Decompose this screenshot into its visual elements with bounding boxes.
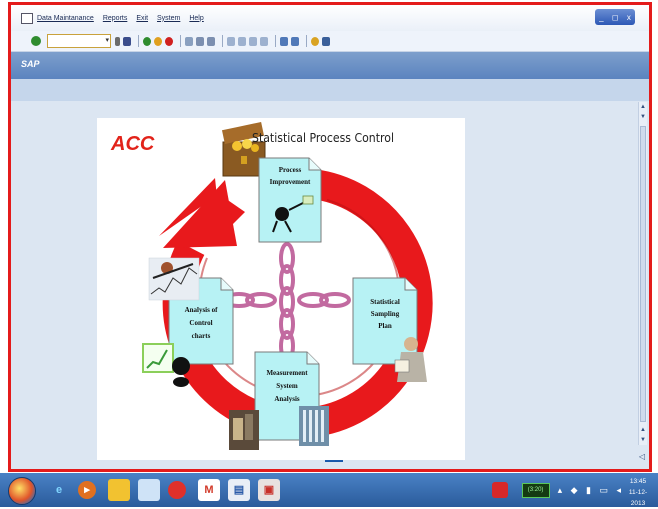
pen-chart-photo xyxy=(148,257,200,301)
scroll-down-icon[interactable]: ▲ xyxy=(640,427,646,433)
toolbar-icons xyxy=(115,35,333,47)
opera-icon[interactable] xyxy=(168,481,186,499)
toolbar-separator xyxy=(222,35,223,47)
next-page-icon[interactable] xyxy=(249,36,257,46)
card-control-charts-line-3: charts xyxy=(192,332,211,340)
scroll-up-icon[interactable]: ▼ xyxy=(640,114,646,120)
alert-icon[interactable] xyxy=(491,482,508,498)
minimize-button[interactable]: _ xyxy=(599,12,604,22)
save-icon[interactable] xyxy=(123,36,131,46)
card-control-charts-line-1: Analysis of xyxy=(185,306,219,314)
close-button[interactable]: x xyxy=(626,12,631,22)
last-page-icon[interactable] xyxy=(260,36,268,46)
start-button[interactable] xyxy=(8,477,36,505)
system-tray: (3:20) ▴ ◆ ▮ ▭ ◂ xyxy=(491,477,624,503)
presenter-chart-icon xyxy=(142,343,190,387)
folder-icon[interactable] xyxy=(138,479,160,501)
tray-icons[interactable]: ▴ ◆ ▮ ▭ ◂ xyxy=(557,484,624,495)
toolbar-separator xyxy=(306,35,307,47)
card-process-improvement-line-2: Improvement xyxy=(270,178,311,186)
toolbar-separator xyxy=(275,35,276,47)
back-arrow-icon[interactable] xyxy=(115,36,120,46)
internet-explorer-icon[interactable]: e xyxy=(55,484,63,496)
title-bar: SAP xyxy=(11,52,649,79)
page-title: SAP xyxy=(21,59,40,69)
clock-time: 13:45 xyxy=(629,478,647,485)
print-icon[interactable] xyxy=(185,36,193,46)
card-sampling-line-3: Plan xyxy=(378,322,392,330)
find-icon[interactable] xyxy=(196,36,204,46)
toolbar-separator xyxy=(138,35,139,47)
inspector-clipart xyxy=(394,337,427,382)
enter-check-icon[interactable] xyxy=(31,36,41,46)
command-field[interactable]: ▾ xyxy=(47,34,111,48)
exit-icon[interactable] xyxy=(154,36,162,46)
battery-indicator[interactable]: (3:20) xyxy=(521,482,550,498)
vertical-scrollbar[interactable]: ▲ ▼ ▲ ▼ xyxy=(638,102,647,445)
card-statistical-sampling-plan xyxy=(352,277,418,365)
previous-page-icon[interactable] xyxy=(238,36,246,46)
gmail-icon[interactable]: M xyxy=(198,479,220,501)
taskbar: e ▸ M ▤ ▣ (3:20) ▴ ◆ ▮ ▭ ◂ 13:45 11-12-2… xyxy=(0,473,658,507)
menu-data-maintanance[interactable]: Data Maintanance xyxy=(37,14,94,22)
chain-cross-icon xyxy=(223,242,351,362)
layout-menu-icon[interactable] xyxy=(322,36,330,46)
menu-bar: Data Maintanance Reports Exit System Hel… xyxy=(11,5,649,31)
window-controls: _ ◻ x xyxy=(595,9,635,25)
application-toolbar xyxy=(11,79,649,101)
clock[interactable]: 13:45 11-12-2013 xyxy=(622,476,654,509)
menu-exit[interactable]: Exit xyxy=(136,14,149,22)
app-menu-icon[interactable] xyxy=(21,12,33,24)
find-next-icon[interactable] xyxy=(207,36,215,46)
help-icon[interactable] xyxy=(311,36,319,46)
status-expand-icon[interactable]: ◁ xyxy=(638,452,645,461)
scrollbar-thumb[interactable] xyxy=(640,126,646,422)
file-explorer-icon[interactable] xyxy=(108,479,130,501)
toolbar-separator xyxy=(180,35,181,47)
measurement-photos xyxy=(229,406,329,450)
menu-reports[interactable]: Reports xyxy=(102,14,128,22)
clock-date: 11-12-2013 xyxy=(628,489,648,507)
card-measurement-line-1: Measurement xyxy=(266,369,308,377)
standard-toolbar: ▾ xyxy=(11,31,649,52)
shortcut-icon[interactable] xyxy=(291,36,299,46)
card-process-improvement xyxy=(258,157,322,243)
card-control-charts-line-2: Control xyxy=(189,319,212,327)
powerpoint-icon[interactable]: ▣ xyxy=(258,479,280,501)
chevron-down-icon[interactable]: ▾ xyxy=(105,37,109,44)
back-icon[interactable] xyxy=(143,36,151,46)
scroll-down-icon[interactable]: ▼ xyxy=(640,437,646,443)
treasure-chest-icon xyxy=(221,121,266,177)
document-icon[interactable]: ▤ xyxy=(228,479,250,501)
acc-logo: ACC xyxy=(110,133,155,155)
slide-title: Statistical Process Control xyxy=(252,130,394,145)
card-sampling-line-2: Sampling xyxy=(371,310,400,318)
scroll-up-icon[interactable]: ▲ xyxy=(640,104,646,110)
card-measurement-line-3: Analysis xyxy=(274,395,300,403)
maximize-button[interactable]: ◻ xyxy=(611,12,619,22)
spc-slide-image: Process Improvement Statistical Sampling… xyxy=(97,118,465,460)
cancel-icon[interactable] xyxy=(165,36,173,46)
create-session-icon[interactable] xyxy=(280,36,288,46)
menu-system[interactable]: System xyxy=(157,14,181,22)
menu-help[interactable]: Help xyxy=(189,14,204,22)
card-measurement-line-2: System xyxy=(276,382,298,390)
media-player-icon[interactable]: ▸ xyxy=(78,481,96,499)
card-process-improvement-line-1: Process xyxy=(279,166,302,174)
card-sampling-line-1: Statistical xyxy=(370,298,400,306)
first-page-icon[interactable] xyxy=(227,36,235,46)
